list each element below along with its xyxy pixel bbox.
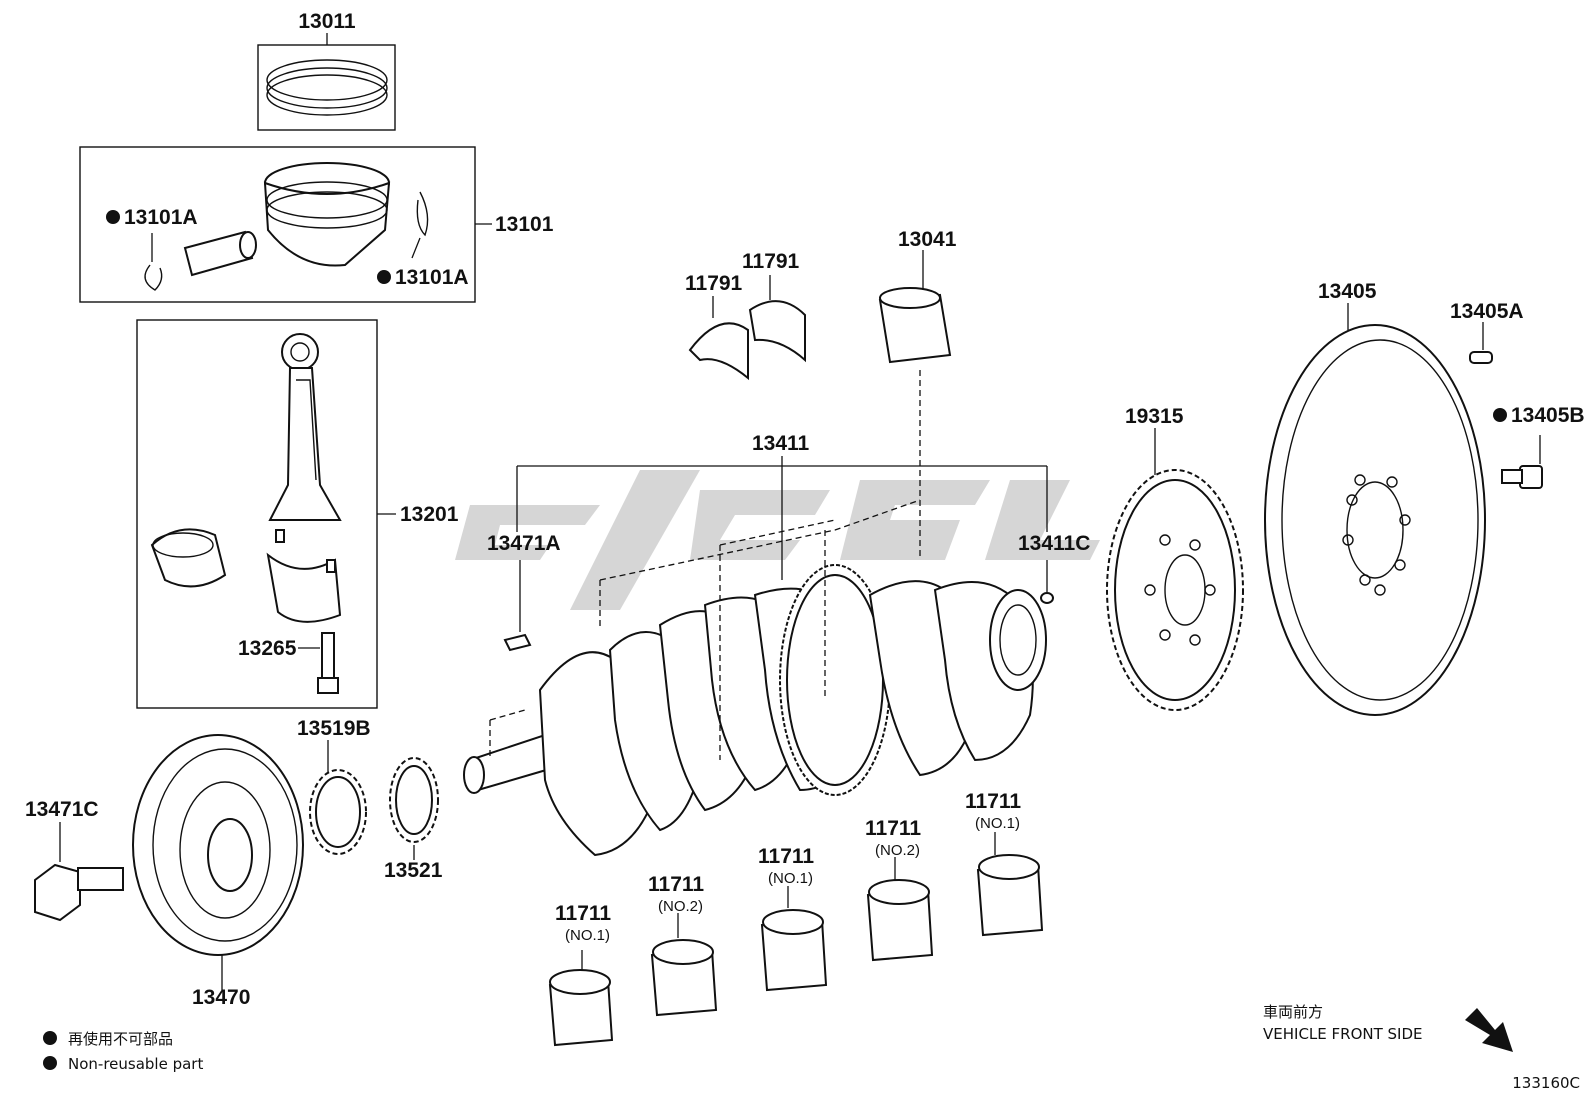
diagram-id: 133160C	[1512, 1074, 1580, 1092]
non-reusable-dot-13405B	[1493, 408, 1507, 422]
bearing-sub-1: (NO.1)	[565, 927, 610, 944]
timing-rotor[interactable]: 19315	[1106, 405, 1244, 711]
part-label-13101[interactable]: 13101	[495, 213, 554, 236]
thrust-washers[interactable]: 11791 11791	[685, 250, 806, 381]
bearing-sub-4: (NO.2)	[875, 842, 920, 859]
connecting-rod-set[interactable]: 13201 13265	[136, 319, 459, 709]
part-label-13405B[interactable]: 13405B	[1511, 404, 1585, 427]
crankshaft[interactable]: 13411	[463, 432, 1048, 857]
part-label-13471C[interactable]: 13471C	[25, 798, 99, 821]
front-arrow-icon	[1465, 1008, 1513, 1052]
part-label-13101A-left[interactable]: 13101A	[124, 206, 198, 229]
flywheel-pin[interactable]: 13405A	[1450, 300, 1524, 364]
bearing-label-3[interactable]: 11711	[758, 845, 814, 868]
bearing-sub-3: (NO.1)	[768, 870, 813, 887]
part-label-13041[interactable]: 13041	[898, 228, 957, 251]
part-label-13405[interactable]: 13405	[1318, 280, 1377, 303]
snap-ring-left	[144, 264, 163, 291]
part-label-13470[interactable]: 13470	[192, 986, 250, 1009]
non-reusable-dot-right	[377, 270, 391, 284]
bearing-label-5[interactable]: 11711	[965, 790, 1021, 813]
part-label-13411[interactable]: 13411	[752, 432, 810, 455]
part-label-13265[interactable]: 13265	[238, 637, 297, 660]
bearing-sub-2: (NO.2)	[658, 898, 703, 915]
bearing-label-4[interactable]: 11711	[865, 817, 921, 840]
legend-dot-jp	[43, 1031, 57, 1045]
bearing-label-1[interactable]: 11711	[555, 902, 611, 925]
part-label-13521[interactable]: 13521	[384, 859, 443, 882]
crank-pin[interactable]: 13411C	[1018, 532, 1090, 604]
main-bearing-3[interactable]: 11711 (NO.1)	[758, 845, 828, 992]
flywheel-bolt[interactable]: 13405B	[1493, 404, 1585, 489]
piston-set[interactable]: 13101 13101A 13101A	[79, 146, 554, 303]
part-label-13201[interactable]: 13201	[400, 503, 459, 526]
crank-key[interactable]: 13471A	[487, 532, 561, 652]
bearing-sub-5: (NO.1)	[975, 815, 1020, 832]
part-label-11791-b[interactable]: 11791	[742, 250, 800, 273]
main-bearing-5[interactable]: 11711 (NO.1)	[965, 790, 1044, 937]
part-label-13011[interactable]: 13011	[298, 10, 356, 33]
crank-timing-gear[interactable]: 13519B	[297, 717, 371, 855]
legend-jp: 再使用不可部品	[68, 1030, 173, 1048]
part-label-13405A[interactable]: 13405A	[1450, 300, 1524, 323]
direction-en: VEHICLE FRONT SIDE	[1263, 1025, 1423, 1043]
piston-ring-set[interactable]: 13011	[257, 10, 396, 131]
flywheel[interactable]: 13405	[1264, 280, 1486, 716]
thrust-washer-b	[748, 300, 806, 363]
part-label-19315[interactable]: 19315	[1125, 405, 1184, 428]
legend: 再使用不可部品 Non-reusable part	[43, 1030, 203, 1073]
part-label-13519B[interactable]: 13519B	[297, 717, 371, 740]
part-label-13411C[interactable]: 13411C	[1018, 532, 1090, 555]
crank-sprocket[interactable]: 13521	[384, 757, 443, 882]
part-label-13101A-right[interactable]: 13101A	[395, 266, 469, 289]
main-bearing-1[interactable]: 11711 (NO.1)	[548, 902, 614, 1047]
crank-bushing[interactable]: 13041	[878, 228, 957, 560]
watermark-logo	[455, 470, 1100, 610]
legend-dot-en	[43, 1056, 57, 1070]
pulley-bolt[interactable]: 13471C	[25, 798, 124, 922]
ring-box	[257, 44, 396, 131]
bearing-label-2[interactable]: 11711	[648, 873, 704, 896]
thrust-washer-a	[688, 322, 749, 381]
crank-pulley[interactable]: 13470	[132, 734, 304, 1009]
direction-jp: 車両前方	[1263, 1003, 1323, 1021]
legend-en: Non-reusable part	[68, 1055, 203, 1073]
main-bearing-4[interactable]: 11711 (NO.2)	[865, 817, 934, 962]
main-bearing-2[interactable]: 11711 (NO.2)	[648, 873, 718, 1017]
non-reusable-dot-left	[106, 210, 120, 224]
direction-indicator: 車両前方 VEHICLE FRONT SIDE	[1263, 1003, 1513, 1052]
snap-ring-right	[416, 191, 429, 237]
part-label-11791-a[interactable]: 11791	[685, 272, 743, 295]
part-label-13471A[interactable]: 13471A	[487, 532, 561, 555]
